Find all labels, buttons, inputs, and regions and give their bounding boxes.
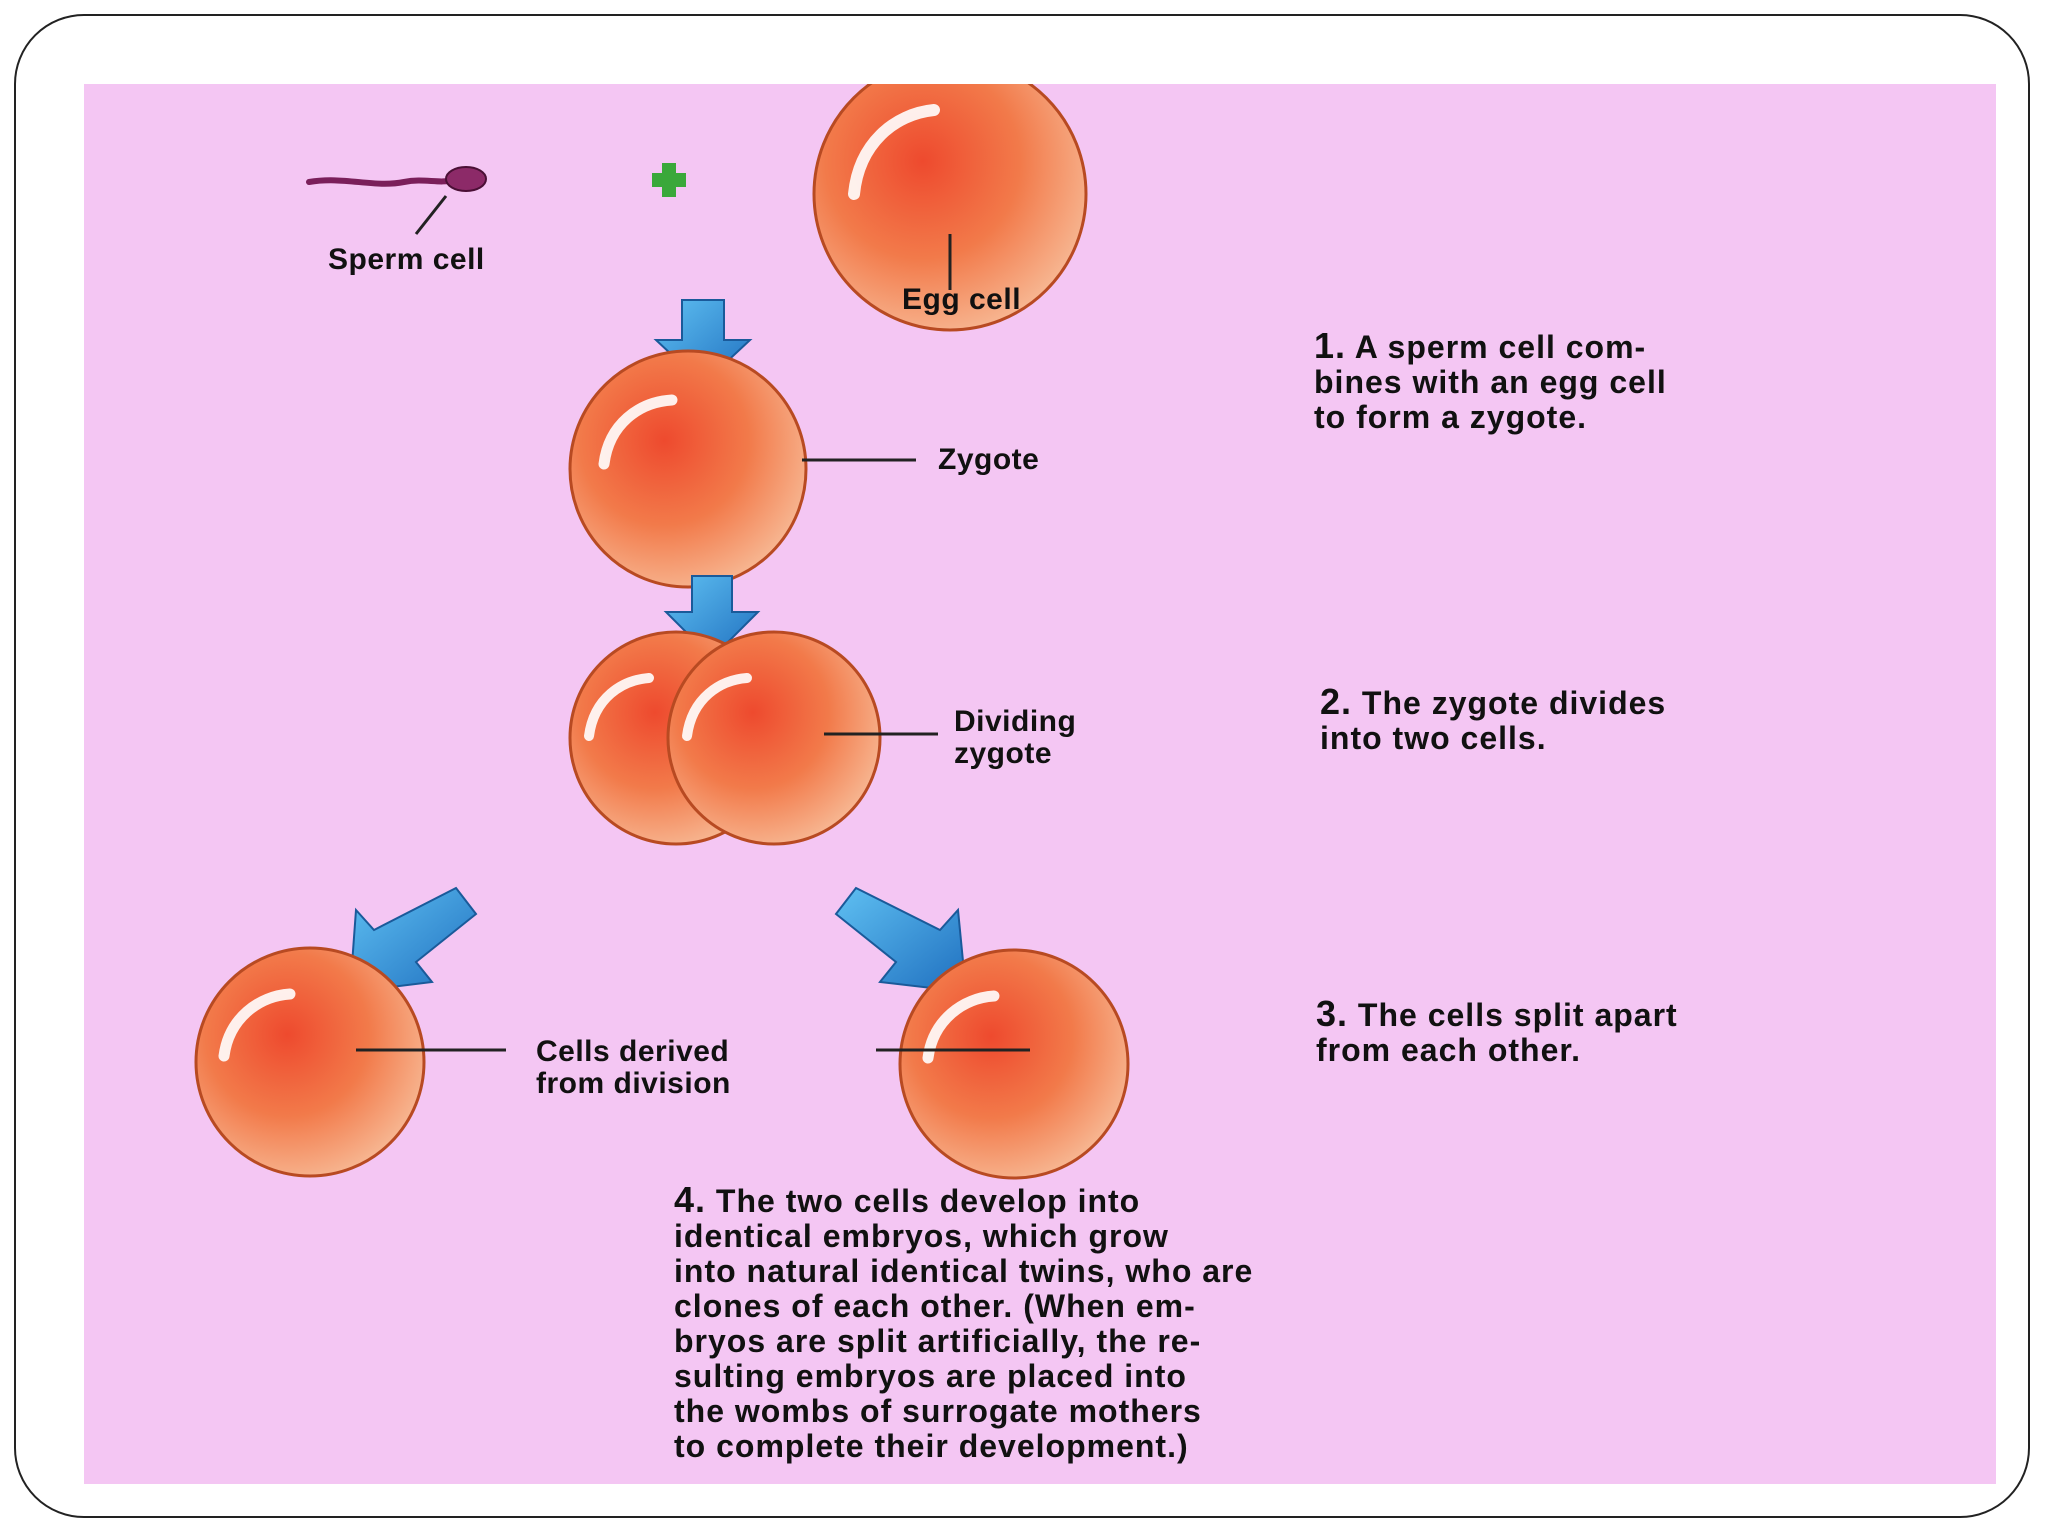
step-4-number: 4. <box>674 1179 707 1220</box>
step-3-line-2: from each other. <box>1316 1032 1581 1068</box>
step-2-text: 2. The zygote divides into two cells. <box>1320 684 1666 756</box>
derived-label-line-2: from division <box>536 1067 731 1100</box>
sperm-cell-icon <box>306 166 487 192</box>
derived-cell-right-icon <box>898 948 1130 1180</box>
step-1-text: 1. A sperm cell com- bines with an egg c… <box>1314 328 1667 435</box>
step-4-line-8: to complete their development.) <box>674 1428 1189 1464</box>
dividing-label-line-1: Dividing <box>954 705 1077 738</box>
sperm-cell-label: Sperm cell <box>328 243 485 276</box>
step-4-line-2: identical embryos, which grow <box>674 1218 1169 1254</box>
step-1-line-3: to form a zygote. <box>1314 399 1588 435</box>
dividing-zygote-icon <box>568 630 882 846</box>
step-4-line-6: sulting embryos are placed into <box>674 1358 1187 1394</box>
step-1-number: 1. <box>1314 325 1347 366</box>
sperm-leader-line <box>414 195 448 235</box>
step-1-line-2: bines with an egg cell <box>1314 364 1667 400</box>
step-3-line-1: The cells split apart <box>1357 997 1678 1033</box>
step-4-line-3: into natural identical twins, who are <box>674 1253 1254 1289</box>
egg-cell-icon <box>812 84 1088 332</box>
diagram-graphics <box>194 84 1130 1180</box>
step-4-line-5: bryos are split artificially, the re- <box>674 1323 1202 1359</box>
step-1-line-1: A sperm cell com- <box>1354 329 1647 365</box>
step-4-line-4: clones of each other. (When em- <box>674 1288 1196 1324</box>
slide-frame: Sperm cell Egg cell Zygote Dividing zygo… <box>14 14 2030 1518</box>
zygote-label: Zygote <box>938 443 1040 476</box>
plus-icon <box>652 163 686 197</box>
step-4-line-1: The two cells develop into <box>715 1183 1141 1219</box>
step-2-line-2: into two cells. <box>1320 720 1547 756</box>
step-4-line-7: the wombs of surrogate mothers <box>674 1393 1202 1429</box>
dividing-label-line-2: zygote <box>954 737 1053 770</box>
step-3-text: 3. The cells split apart from each other… <box>1316 996 1678 1068</box>
step-3-number: 3. <box>1316 993 1349 1034</box>
derived-cell-left-icon <box>194 946 426 1178</box>
step-2-number: 2. <box>1320 681 1353 722</box>
derived-cells-label: Cells derived from division <box>536 1036 731 1100</box>
cloning-diagram: Sperm cell Egg cell Zygote Dividing zygo… <box>84 84 1996 1484</box>
step-2-line-1: The zygote divides <box>1361 685 1667 721</box>
dividing-zygote-label: Dividing zygote <box>954 706 1076 770</box>
derived-label-line-1: Cells derived <box>536 1035 730 1068</box>
arrow-split-right <box>834 886 968 994</box>
egg-cell-label: Egg cell <box>902 283 1022 316</box>
step-4-text: 4. The two cells develop into identical … <box>674 1182 1253 1464</box>
zygote-icon <box>568 349 808 589</box>
arrow-down-2 <box>663 575 761 660</box>
